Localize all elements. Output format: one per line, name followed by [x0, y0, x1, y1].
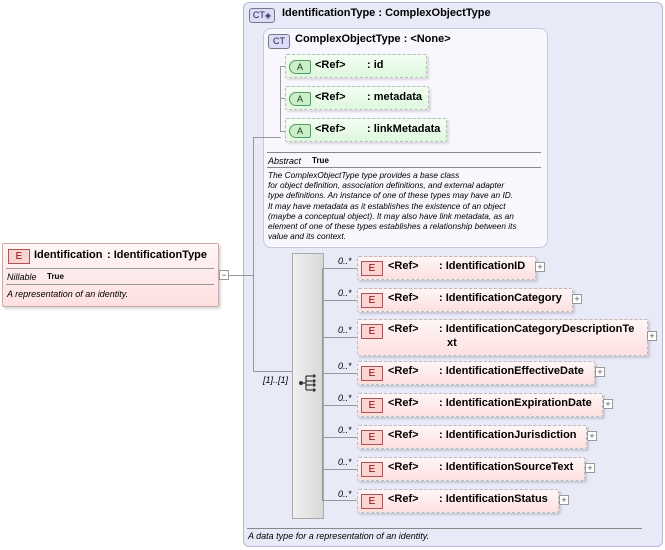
base-type-title: ComplexObjectType : <None>: [295, 33, 451, 45]
attr-connector: [280, 66, 281, 132]
nillable-value: True: [47, 272, 64, 281]
element-identification-category-description-text[interactable]: E <Ref> : IdentificationCategoryDescript…: [357, 319, 648, 356]
root-element-doc: A representation of an identity.: [7, 289, 129, 299]
base-type-doc: The ComplexObjectType type provides a ba…: [268, 170, 517, 242]
sequence-cardinality: [1]..[1]: [263, 375, 289, 385]
element-icon: E: [361, 494, 383, 509]
element-icon: E: [361, 398, 383, 413]
sequence-icon: [299, 374, 316, 392]
attribute-icon: A: [289, 60, 311, 74]
expand-toggle[interactable]: +: [647, 331, 657, 341]
expand-toggle[interactable]: +: [572, 294, 582, 304]
expand-toggle[interactable]: +: [603, 399, 613, 409]
attribute-id[interactable]: A <Ref> : id: [285, 54, 427, 78]
element-identification-id[interactable]: E <Ref> : IdentificationID: [357, 256, 536, 280]
element-identification-effective-date[interactable]: E <Ref> : IdentificationEffectiveDate: [357, 361, 595, 385]
expand-toggle[interactable]: +: [559, 495, 569, 505]
root-element-type: : IdentificationType: [107, 249, 208, 261]
element-icon: E: [361, 324, 383, 339]
element-identification-category[interactable]: E <Ref> : IdentificationCategory: [357, 288, 573, 312]
main-connector: [253, 137, 254, 371]
complex-type-title: IdentificationType : ComplexObjectType: [282, 7, 491, 19]
nillable-label: Nillable: [7, 272, 37, 282]
element-icon: E: [361, 462, 383, 477]
collapse-toggle[interactable]: −: [219, 270, 229, 280]
element-icon: E: [361, 430, 383, 445]
element-icon: E: [361, 261, 383, 276]
element-icon: E: [8, 249, 30, 264]
abstract-label: Abstract: [268, 156, 302, 166]
element-identification-expiration-date[interactable]: E <Ref> : IdentificationExpirationDate: [357, 393, 603, 417]
element-identification-status[interactable]: E <Ref> : IdentificationStatus: [357, 489, 559, 513]
base-type-icon: CT: [268, 34, 290, 49]
attribute-linkmetadata[interactable]: A <Ref> : linkMetadata: [285, 118, 447, 142]
element-identification-jurisdiction[interactable]: E <Ref> : IdentificationJurisdiction: [357, 425, 587, 449]
root-element-identification[interactable]: E Identification : IdentificationType Ni…: [2, 243, 219, 307]
attribute-metadata[interactable]: A <Ref> : metadata: [285, 86, 429, 110]
complex-type-doc: A data type for a representation of an i…: [248, 531, 430, 541]
attribute-icon: A: [289, 92, 311, 106]
expand-toggle[interactable]: +: [595, 367, 605, 377]
attribute-icon: A: [289, 124, 311, 138]
root-element-name: Identification: [34, 249, 103, 261]
complex-type-icon: CT◈: [249, 8, 275, 23]
abstract-value: True: [312, 156, 329, 165]
element-icon: E: [361, 293, 383, 308]
element-identification-source-text[interactable]: E <Ref> : IdentificationSourceText: [357, 457, 585, 481]
expand-toggle[interactable]: +: [587, 431, 597, 441]
element-icon: E: [361, 366, 383, 381]
expand-toggle[interactable]: +: [535, 262, 545, 272]
expand-toggle[interactable]: +: [585, 463, 595, 473]
sequence-compositor[interactable]: [292, 253, 324, 519]
